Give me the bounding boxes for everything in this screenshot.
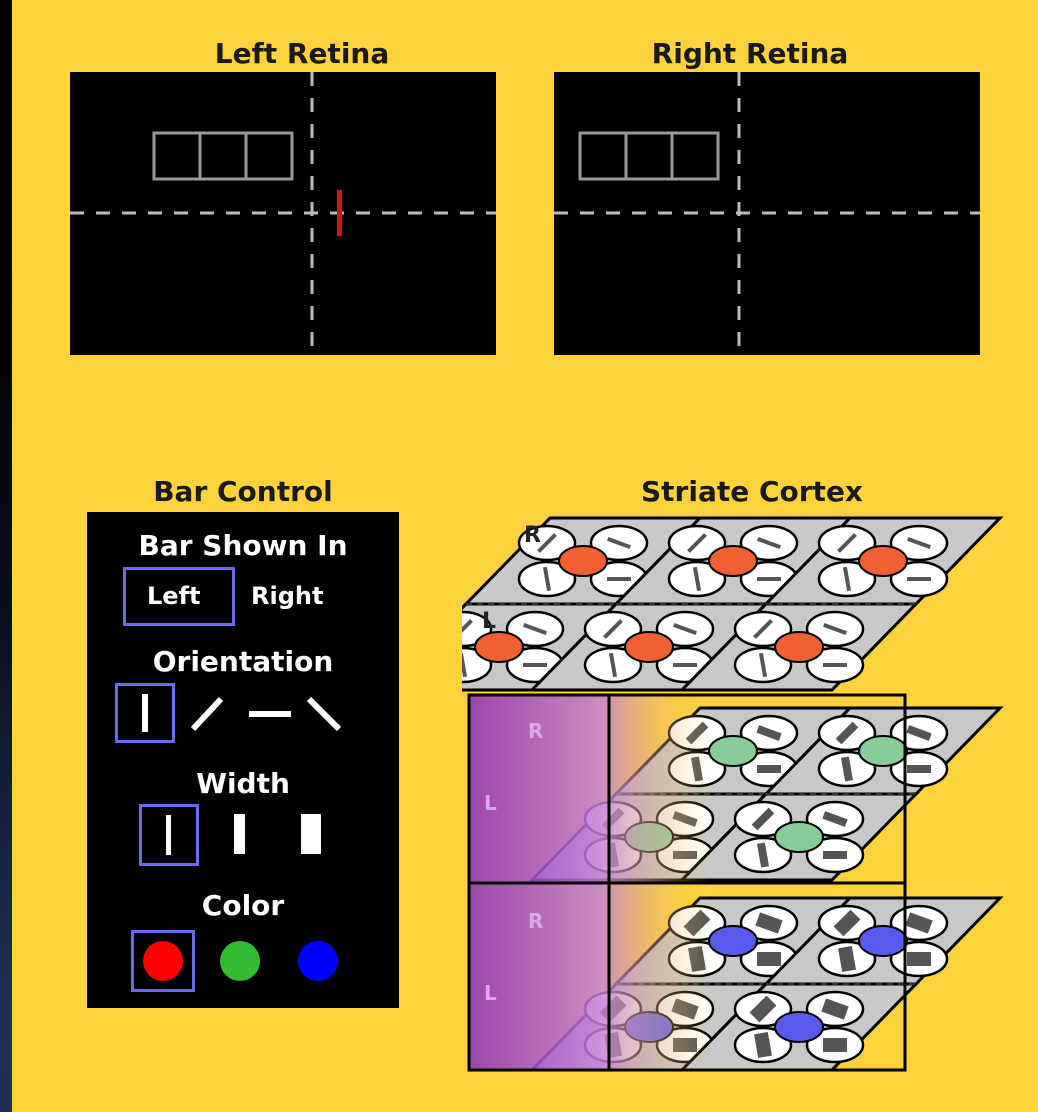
right-retina-canvas	[554, 72, 980, 355]
orientation-vertical-option[interactable]	[115, 683, 175, 743]
orientation-label: Orientation	[87, 646, 399, 678]
bar-control-panel: Bar Shown In Left Right Orientation Widt…	[87, 512, 399, 1008]
blue-swatch	[289, 930, 347, 992]
orientation-bar	[757, 765, 781, 773]
width-thick-option[interactable]	[287, 804, 337, 866]
blob-column	[475, 632, 523, 662]
simulation-panel: Left Retina Right Retina	[12, 0, 1038, 1112]
orientation-bar	[907, 952, 931, 966]
orientation-bar	[907, 765, 931, 773]
blob-column	[859, 926, 907, 956]
orientation-bar	[673, 663, 697, 667]
thick-bar-icon	[287, 804, 337, 866]
green-swatch	[211, 930, 269, 992]
orientation-bar	[823, 663, 847, 667]
diagonal-up-bar-icon	[185, 683, 235, 743]
blob-column	[859, 736, 907, 766]
cortex-layer-0	[462, 518, 1000, 690]
blob-column	[709, 736, 757, 766]
orientation-bar	[523, 663, 547, 667]
thin-bar-icon	[142, 807, 196, 863]
eye-label-r-2: R	[528, 719, 543, 743]
eye-left-option[interactable]: Left	[123, 567, 235, 626]
width-thin-option[interactable]	[139, 804, 199, 866]
orientation-bar	[907, 577, 931, 581]
eye-right-option[interactable]: Right	[243, 567, 353, 626]
right-retina-crosshair	[554, 72, 980, 355]
blob-column	[559, 546, 607, 576]
orientation-bar	[823, 851, 847, 859]
right-retina-title: Right Retina	[620, 38, 880, 70]
color-label: Color	[87, 890, 399, 922]
stimulus-bar[interactable]	[337, 190, 342, 236]
blob-column	[859, 546, 907, 576]
color-red-option[interactable]	[131, 930, 195, 992]
horizontal-bar-icon	[243, 683, 293, 743]
bar-control-title: Bar Control	[87, 476, 399, 508]
eye-label-l: L	[482, 609, 496, 634]
eye-label-l-2: L	[484, 791, 497, 815]
width-medium-option[interactable]	[215, 804, 265, 866]
orientation-diagonal-down-option[interactable]	[301, 683, 351, 743]
medium-bar-icon	[215, 804, 265, 866]
left-retina-canvas	[70, 72, 496, 355]
blob-column	[775, 632, 823, 662]
bar-shown-in-label: Bar Shown In	[87, 530, 399, 562]
width-label: Width	[87, 768, 399, 800]
eye-left-label: Left	[147, 581, 200, 611]
blob-column	[709, 546, 757, 576]
diagonal-down-bar-icon	[301, 683, 351, 743]
left-retina-crosshair	[70, 72, 496, 355]
left-retina-view	[70, 72, 496, 355]
color-blue-option[interactable]	[289, 930, 347, 992]
orientation-diagonal-up-option[interactable]	[185, 683, 235, 743]
blob-column	[775, 1012, 823, 1042]
orientation-bar	[823, 1038, 847, 1052]
eye-right-label: Right	[251, 581, 323, 611]
blob-column	[709, 926, 757, 956]
red-swatch	[134, 933, 192, 989]
left-retina-title: Left Retina	[182, 38, 422, 70]
striate-cortex-title: Striate Cortex	[602, 476, 902, 508]
color-green-option[interactable]	[211, 930, 269, 992]
blob-column	[625, 632, 673, 662]
orientation-bar	[757, 577, 781, 581]
striate-cortex-diagram: R L R L R L	[462, 510, 1022, 1085]
vertical-bar-icon	[118, 686, 172, 740]
orientation-bar	[757, 952, 781, 966]
eye-label-r-3: R	[528, 909, 543, 933]
right-retina-view	[554, 72, 980, 355]
right-retina-receptive-fields	[580, 133, 718, 179]
eye-label-l-3: L	[484, 981, 497, 1005]
orientation-horizontal-option[interactable]	[243, 683, 293, 743]
blob-column	[775, 822, 823, 852]
eye-label-r: R	[524, 523, 541, 548]
orientation-bar	[607, 577, 631, 581]
left-retina-receptive-fields	[154, 133, 292, 179]
